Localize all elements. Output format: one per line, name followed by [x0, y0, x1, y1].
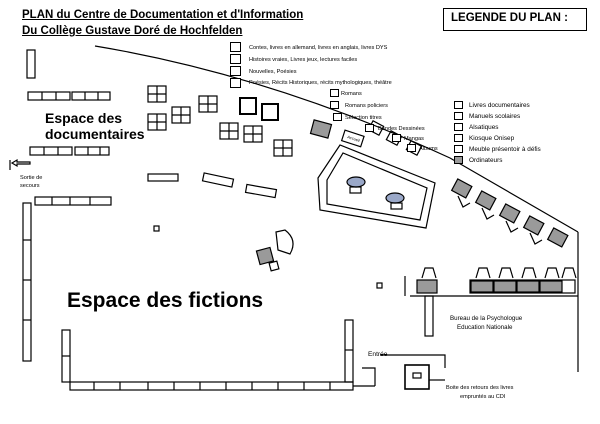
- cabinet: [171, 106, 191, 124]
- shelf: [239, 97, 257, 115]
- reading-table: [147, 173, 179, 182]
- legend-title: LEGENDE DU PLAN :: [451, 12, 568, 24]
- selection-titres-label: Sélection titres: [345, 115, 382, 121]
- legend-label: Kiosque Onisep: [469, 135, 515, 142]
- shelf-key-label: Poésies, Récits Historiques, récits myth…: [249, 80, 392, 86]
- reading-table: [244, 183, 278, 199]
- shelf: [71, 91, 111, 101]
- bureau-label: Education Nationale: [457, 324, 513, 331]
- plan-subtitle: Du Collège Gustave Doré de Hochfelden: [22, 25, 243, 37]
- legend-alsatiques-icon: [454, 123, 463, 131]
- computer-row: [450, 178, 569, 248]
- bandes-dessinees-label: Bandes Dessinées: [378, 126, 425, 132]
- shelf: [34, 196, 112, 206]
- emergency-exit-label: Sortie de: [20, 175, 43, 181]
- mangas-label: Mangas: [404, 136, 424, 142]
- legend-meuble-presentoir-icon: [454, 145, 463, 153]
- albums-label: Albums: [419, 146, 438, 152]
- reception-desk: [317, 144, 436, 229]
- emergency-exit-label: secours: [20, 183, 40, 189]
- legend-label: Livres documentaires: [469, 102, 530, 109]
- shelf: [27, 91, 71, 101]
- computer-table: [469, 279, 576, 294]
- zone-documentaires-line1: Espace des: [45, 110, 123, 126]
- computer: [309, 119, 333, 139]
- cabinet: [243, 125, 263, 143]
- legend-kiosque-onisep-icon: [454, 134, 463, 142]
- return-box: [404, 364, 430, 390]
- legend-label: Manuels scolaires: [469, 113, 521, 120]
- return-box-label: empruntés au CDI: [460, 394, 506, 400]
- romans-shelf-icon: [330, 89, 339, 97]
- zone-fictions: Espace des fictions: [67, 289, 264, 312]
- round-table: [275, 229, 294, 255]
- romans-policiers-label: Romans policiers: [345, 103, 388, 109]
- monitor: [385, 192, 405, 204]
- cabinet: [219, 122, 239, 140]
- cabinet: [198, 95, 218, 113]
- zone-documentaires-line2: documentaires: [45, 126, 145, 142]
- return-box-label: Boite des retours des livres: [446, 385, 514, 391]
- accueil-sign: [340, 129, 365, 148]
- stool: [153, 225, 160, 232]
- entrance-label: Entrée: [368, 351, 388, 358]
- shelf-key-label: Nouvelles, Poésies: [249, 69, 297, 75]
- legend-label: Alsatiques: [469, 124, 499, 131]
- shelf: [26, 49, 36, 79]
- cabinet: [273, 139, 293, 157]
- legend-ordinateurs-icon: [454, 156, 463, 164]
- legend-manuels-scolaires-icon: [454, 112, 463, 120]
- computer: [416, 279, 438, 294]
- shelf-key-label: Contes, livres en allemand, livres en an…: [249, 45, 388, 51]
- legend-label: Meuble présentoir à défis: [469, 146, 541, 153]
- bd-shelf-icon: [365, 124, 374, 132]
- shelf: [261, 103, 279, 121]
- shelf: [74, 146, 110, 156]
- shelf-key-icon: [230, 78, 241, 88]
- shelf: [22, 202, 32, 362]
- reading-table: [201, 172, 235, 188]
- shelf: [29, 146, 73, 156]
- legend-header: LEGENDE DU PLAN :: [443, 8, 587, 31]
- legend-label: Ordinateurs: [469, 157, 503, 164]
- romans-label: Romans: [341, 91, 362, 97]
- cabinet: [147, 113, 167, 131]
- shelf: [69, 381, 354, 391]
- selection-shelf-icon: [333, 113, 342, 121]
- shelf-key-icon: [230, 66, 241, 76]
- monitor: [346, 176, 366, 188]
- romans-policiers-shelf-icon: [330, 101, 339, 109]
- top-wall: [94, 45, 579, 233]
- bureau-label: Bureau de la Psychologue: [450, 315, 523, 322]
- albums-shelf-icon: [407, 144, 416, 152]
- mangas-shelf-icon: [392, 134, 401, 142]
- computer-desk: [255, 246, 275, 266]
- plan-title: PLAN du Centre de Documentation et d'Inf…: [22, 9, 304, 21]
- legend-livres-documentaires-icon: [454, 101, 463, 109]
- shelf-key-icon: [230, 42, 241, 52]
- shelf: [424, 295, 434, 337]
- cabinet: [147, 85, 167, 103]
- stool: [376, 282, 383, 289]
- exit-arrow-icon: [10, 158, 31, 168]
- shelf: [344, 319, 354, 383]
- shelf-key-label: Histoires vraies, Livres jeux, lectures …: [249, 57, 358, 63]
- shelf-key-icon: [230, 54, 241, 64]
